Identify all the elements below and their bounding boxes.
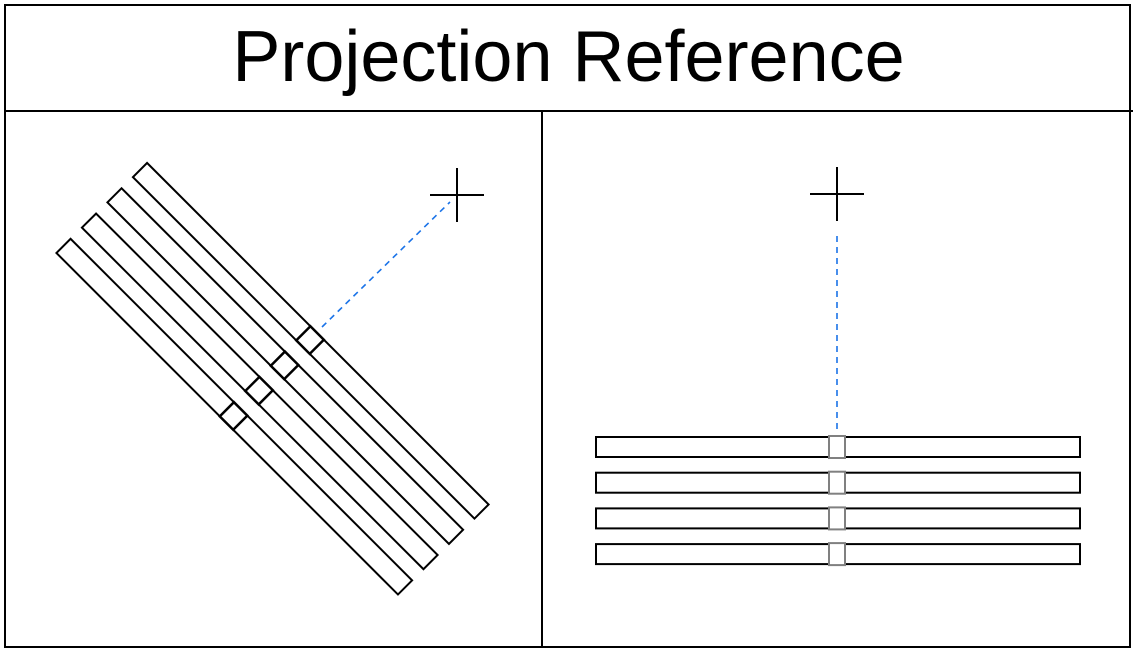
bar-marker <box>269 349 301 381</box>
rotated-panel <box>55 161 491 596</box>
bar-marker <box>828 506 846 531</box>
bar-marker <box>294 324 326 356</box>
bar <box>131 161 491 521</box>
bar-marker <box>218 400 250 432</box>
bar <box>55 237 414 596</box>
panel-divider <box>541 111 543 648</box>
page-title: Projection Reference <box>4 4 1133 112</box>
bar <box>80 212 440 571</box>
bar <box>106 186 465 546</box>
bar-marker <box>828 470 846 495</box>
diagram-frame <box>4 4 1131 648</box>
bar-marker <box>828 542 846 567</box>
bar-marker <box>828 435 846 459</box>
bar-marker <box>243 375 275 407</box>
aligned-panel <box>595 167 1081 567</box>
projection-line <box>321 201 451 328</box>
